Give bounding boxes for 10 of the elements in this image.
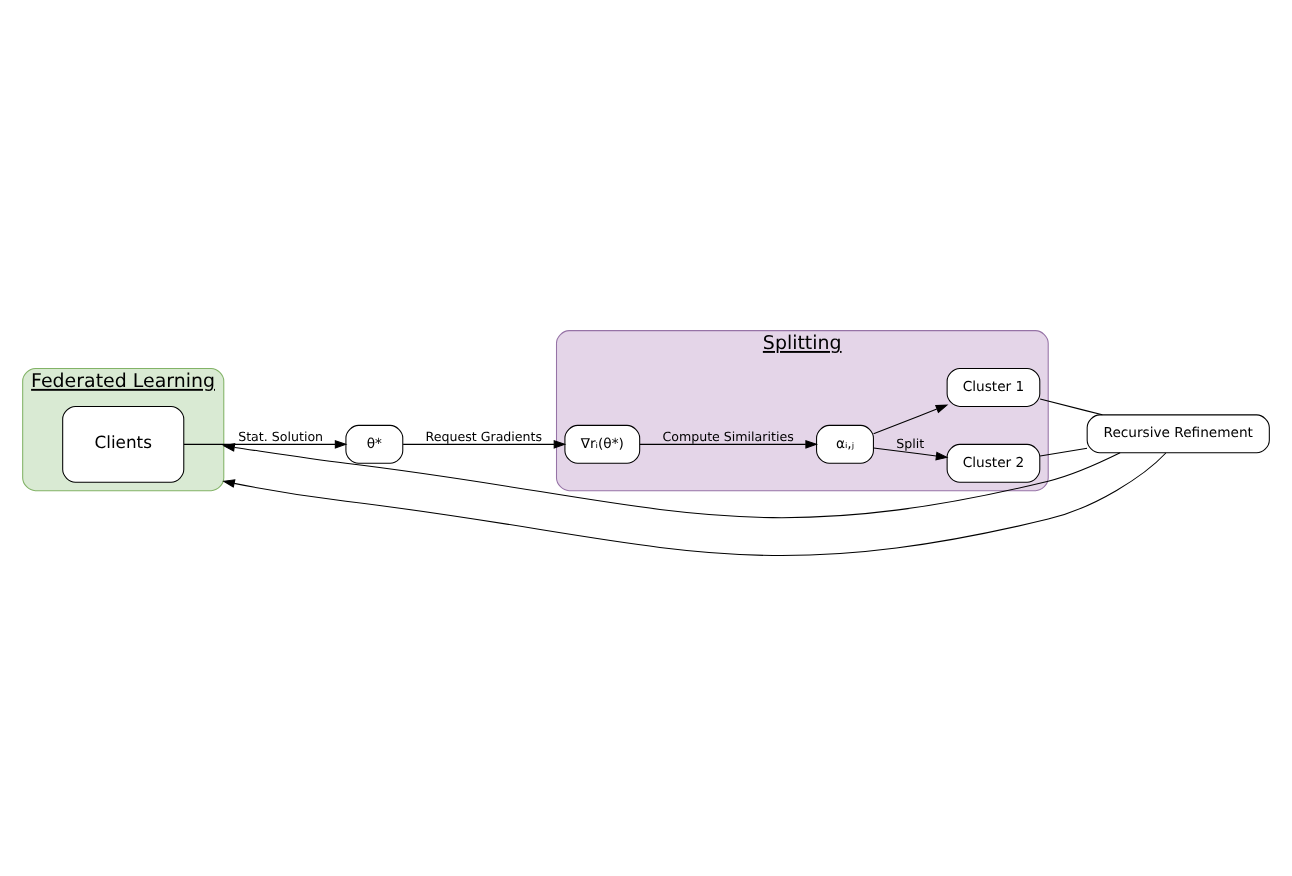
arrow: [222, 451, 1167, 555]
arrow: [183, 438, 348, 448]
arrow: [222, 442, 1121, 517]
arrow: [873, 446, 949, 460]
arrow: [639, 438, 818, 448]
arrow: [402, 438, 567, 448]
connector: [1039, 397, 1103, 415]
node-box: Clients: [62, 404, 185, 482]
arrow: [873, 403, 949, 434]
connector: [1039, 446, 1088, 456]
